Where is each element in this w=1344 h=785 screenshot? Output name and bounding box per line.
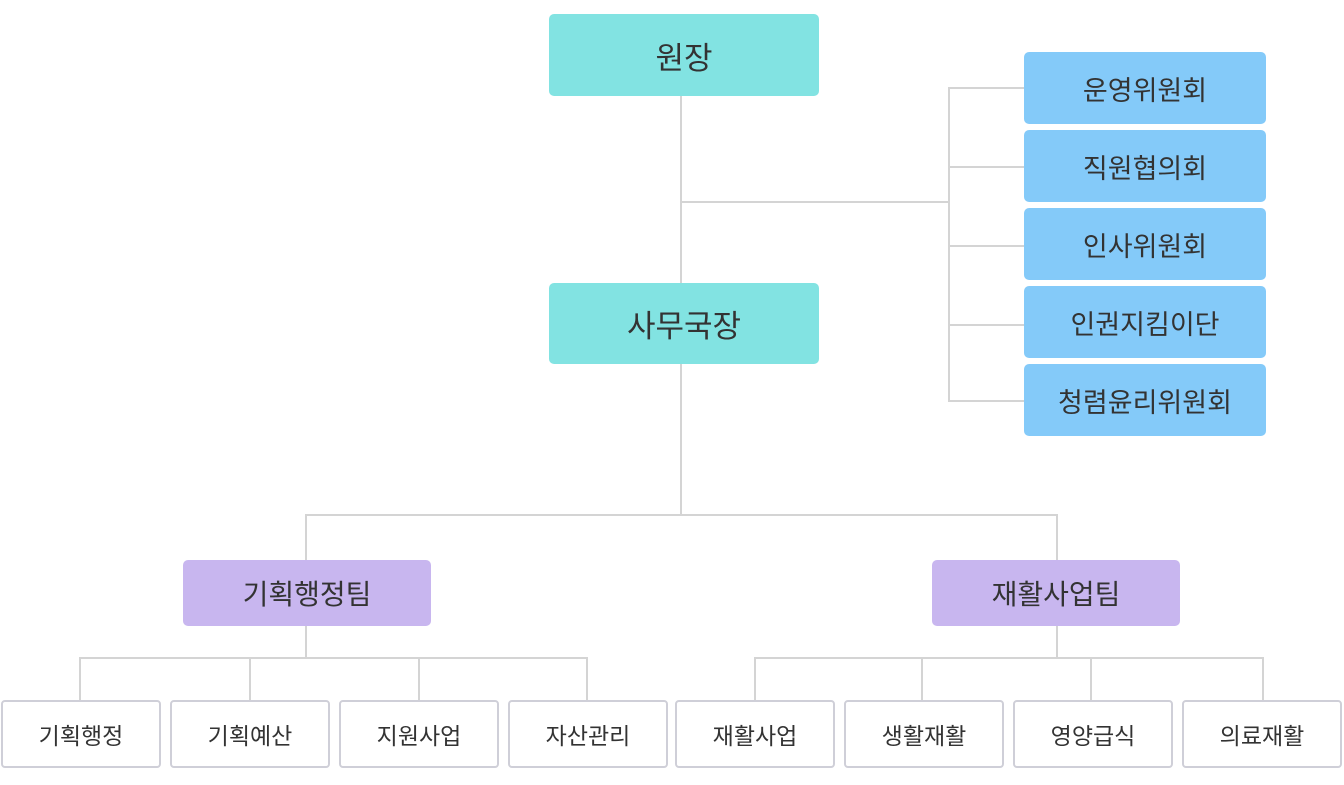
unit-box: 의료재활	[1182, 700, 1342, 768]
connector-unit-drop-5	[754, 657, 756, 700]
unit-label: 기획행정	[38, 724, 124, 750]
unit-label: 영양급식	[1050, 724, 1136, 750]
committee-label: 인사위원회	[1082, 231, 1208, 263]
connector-teams-horizontal	[305, 514, 1058, 516]
unit-box: 생활재활	[844, 700, 1004, 768]
committee-label: 직원협의회	[1082, 153, 1208, 185]
unit-box: 기획행정	[1, 700, 161, 768]
team-box: 기획행정팀	[183, 560, 431, 626]
unit-label: 지원사업	[376, 724, 462, 750]
connector-secretary-down	[680, 364, 682, 516]
connector-unit-drop-3	[418, 657, 420, 700]
committee-box: 인사위원회	[1024, 208, 1266, 280]
connector-unit-drop-1	[79, 657, 81, 700]
director-box: 원장	[549, 14, 819, 96]
connector-unit-drop-2	[249, 657, 251, 700]
connector-unit-drop-7	[1090, 657, 1092, 700]
director-label: 원장	[655, 40, 713, 77]
unit-box: 지원사업	[339, 700, 499, 768]
unit-label: 자산관리	[545, 724, 631, 750]
unit-box: 자산관리	[508, 700, 668, 768]
committee-box: 운영위원회	[1024, 52, 1266, 124]
connector-unit-drop-4	[586, 657, 588, 700]
connector-committee-tick-5	[948, 400, 1024, 402]
connector-unit-drop-6	[921, 657, 923, 700]
team-label: 기획행정팀	[242, 578, 372, 611]
unit-box: 재활사업	[675, 700, 835, 768]
connector-team1-drop	[305, 514, 307, 560]
unit-label: 의료재활	[1219, 724, 1305, 750]
team-box: 재활사업팀	[932, 560, 1180, 626]
committee-box: 청렴윤리위원회	[1024, 364, 1266, 436]
secretary-general-label: 사무국장	[626, 309, 742, 345]
committee-label: 청렴윤리위원회	[1058, 387, 1232, 419]
team-label: 재활사업팀	[991, 578, 1121, 611]
connector-committee-tick-4	[948, 324, 1024, 326]
committee-label: 운영위원회	[1082, 75, 1208, 107]
connector-committee-tick-2	[948, 166, 1024, 168]
connector-unit-drop-8	[1262, 657, 1264, 700]
connector-committee-spine	[948, 87, 950, 402]
connector-team2-drop	[1056, 514, 1058, 560]
committee-label: 인권지킴이단	[1070, 309, 1220, 341]
connector-committee-tick-3	[948, 245, 1024, 247]
connector-director-to-secretary	[680, 96, 682, 283]
unit-label: 기획예산	[207, 724, 293, 750]
connector-committee-tick-1	[948, 87, 1024, 89]
connector-team1-down	[305, 626, 307, 659]
connector-team2-units-horizontal	[754, 657, 1264, 659]
secretary-general-box: 사무국장	[549, 283, 819, 364]
committee-box: 인권지킴이단	[1024, 286, 1266, 358]
connector-team2-down	[1056, 626, 1058, 659]
unit-box: 영양급식	[1013, 700, 1173, 768]
unit-label: 재활사업	[712, 724, 798, 750]
connector-team1-units-horizontal	[79, 657, 588, 659]
connector-branch-to-committees	[680, 201, 950, 203]
committee-box: 직원협의회	[1024, 130, 1266, 202]
unit-label: 생활재활	[881, 724, 967, 750]
unit-box: 기획예산	[170, 700, 330, 768]
